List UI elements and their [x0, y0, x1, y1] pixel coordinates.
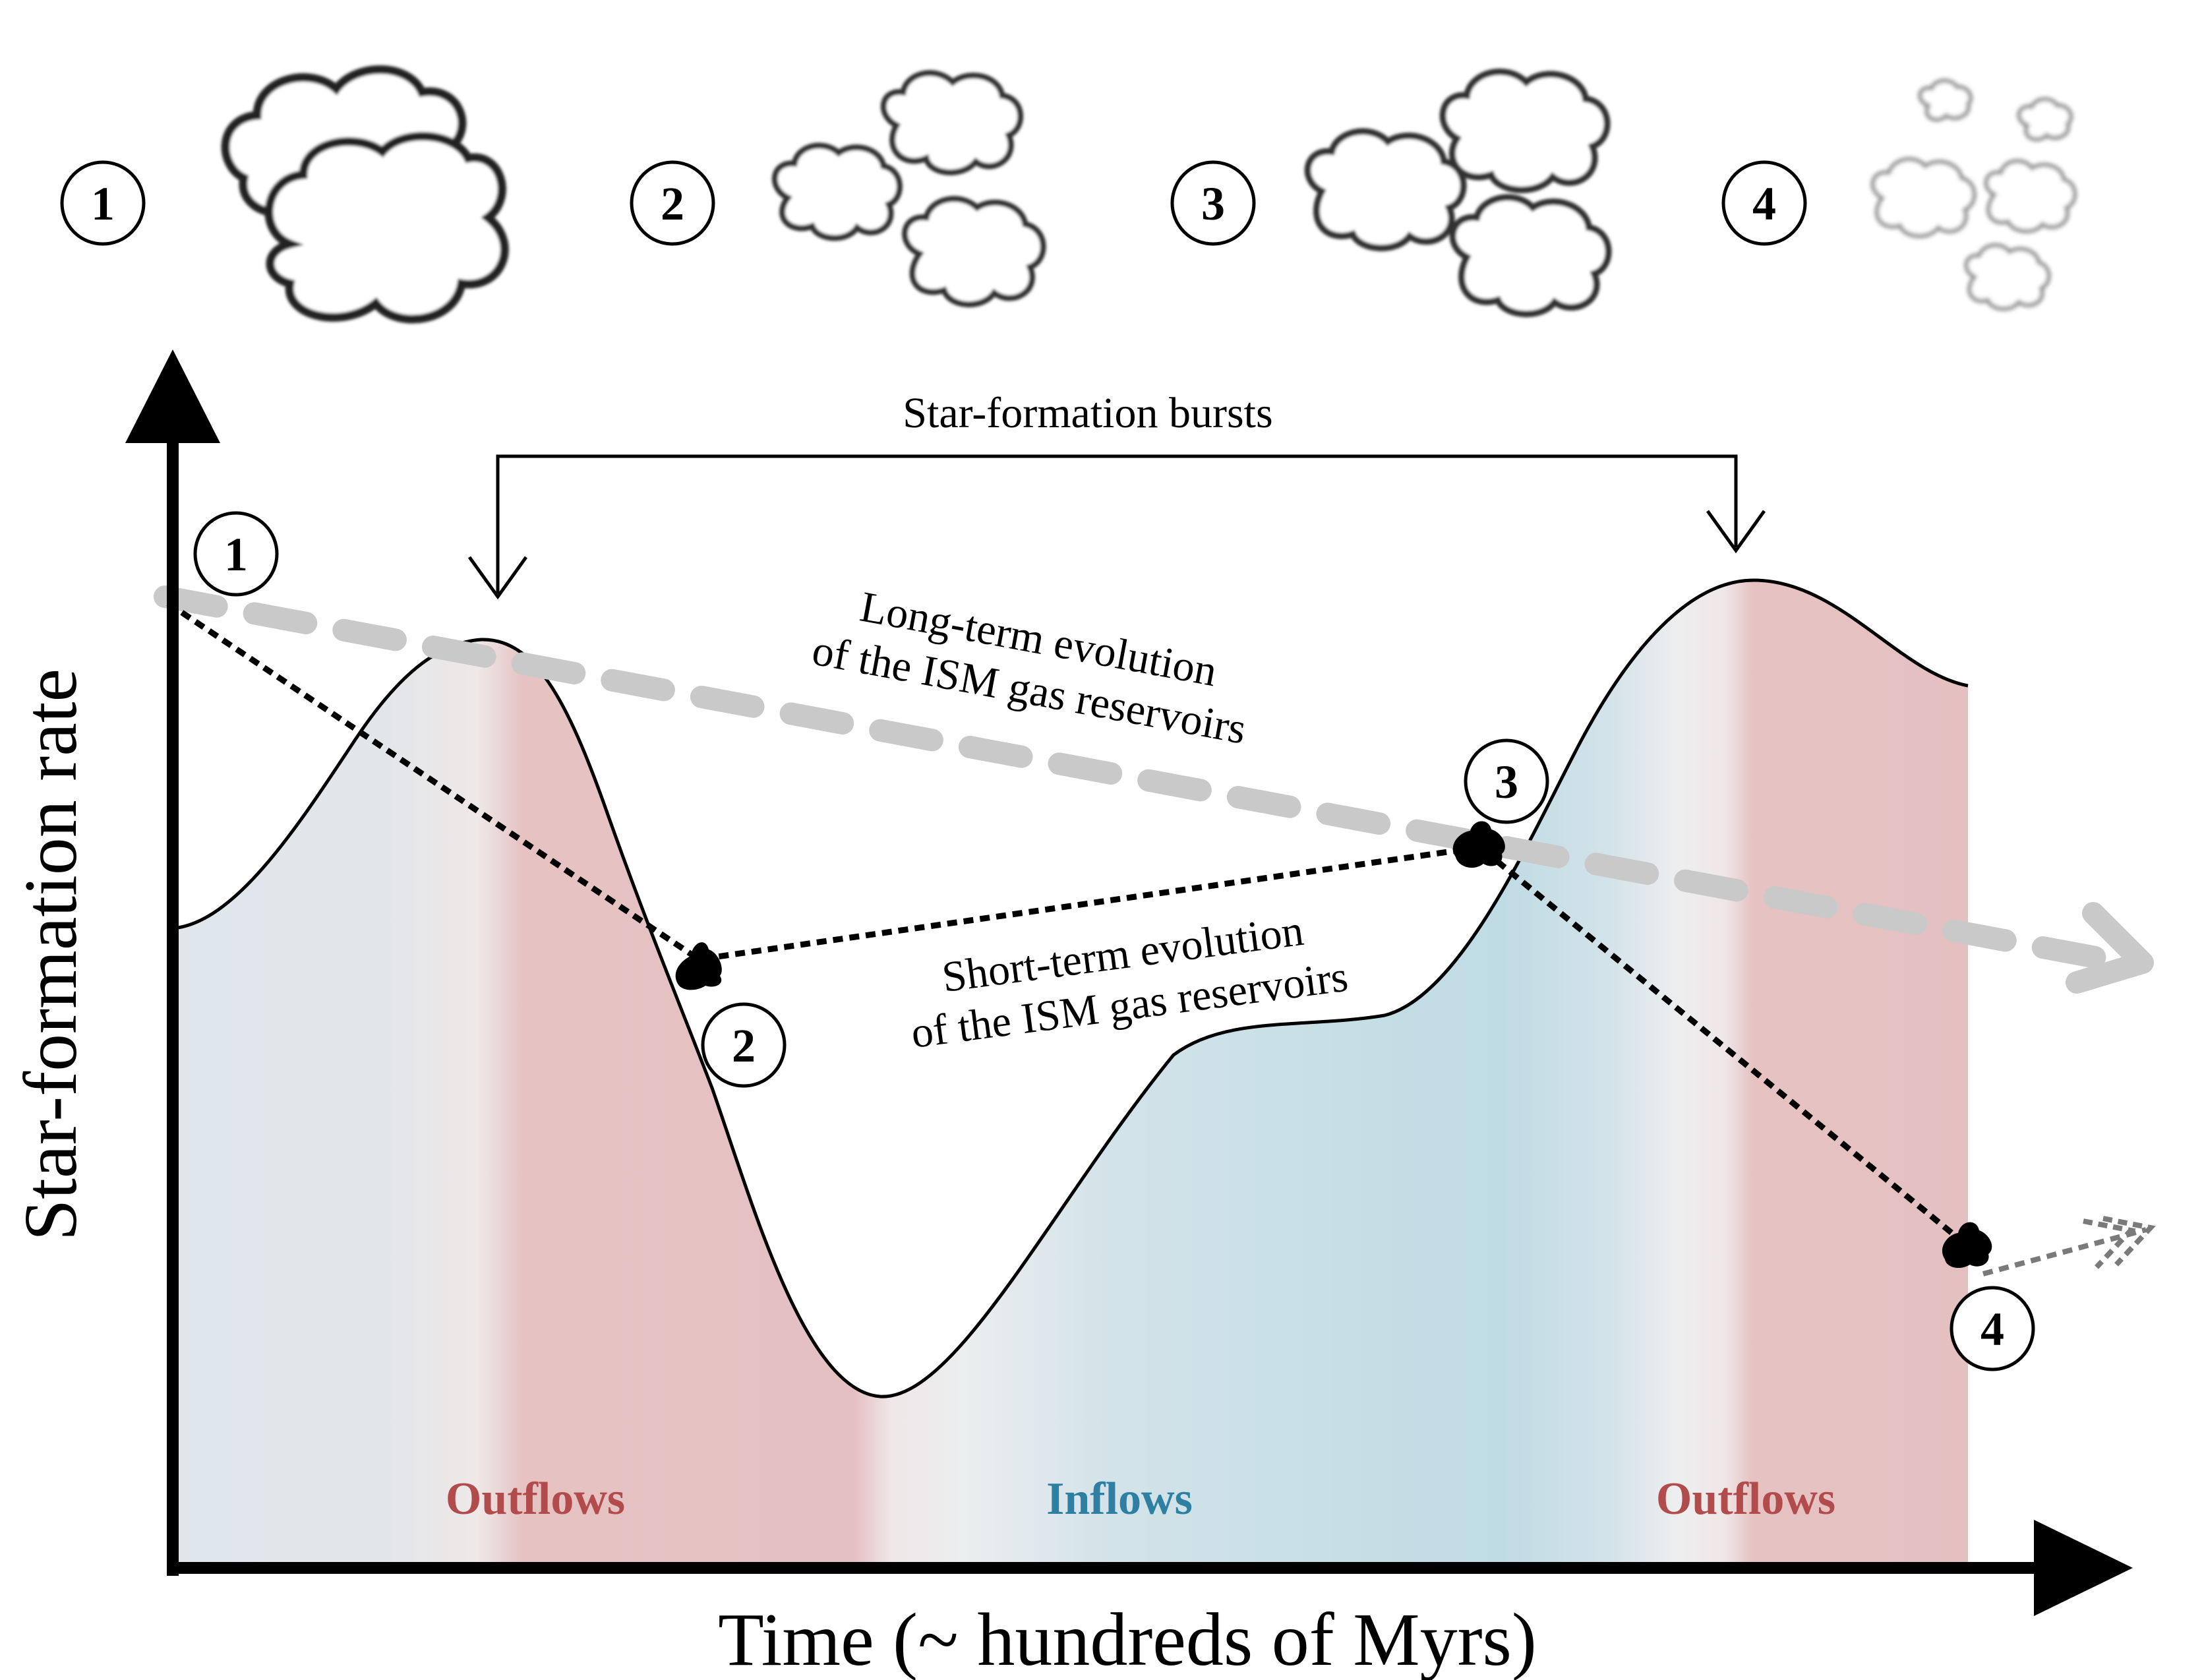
stage-2-circle-marker: 2 [630, 160, 715, 246]
stage-3-circle-marker: 3 [1170, 160, 1256, 246]
stage-3-number: 3 [1201, 177, 1225, 230]
outflows-label-right: Outflows [1656, 1474, 1835, 1524]
stage-3-plot-number: 3 [1495, 756, 1518, 808]
stage-1-number: 1 [91, 177, 115, 230]
cloud-icon [221, 65, 509, 324]
stage-1-clouds: 1 [60, 65, 509, 324]
sfr-curve [172, 578, 1969, 1398]
bursts-bracket [467, 454, 1766, 600]
stage-3-plot-marker: 3 [1464, 738, 1549, 824]
star-cluster-icon [1452, 821, 1505, 868]
outflows-label-left: Outflows [446, 1474, 625, 1524]
y-axis [125, 349, 220, 1576]
star-cluster-icon [1942, 1222, 1992, 1269]
cloud-icon [1304, 69, 1612, 318]
cloud-icon [771, 70, 1046, 308]
stage-1-plot-marker: 1 [193, 511, 279, 597]
stage-2-clouds: 2 [630, 70, 1046, 308]
stage-4-circle-marker: 4 [1721, 160, 1807, 246]
stage-2-number: 2 [661, 177, 684, 230]
stage-4-plot-number: 4 [1981, 1303, 2004, 1356]
inflows-label: Inflows [1046, 1474, 1193, 1524]
stage-4-number: 4 [1752, 177, 1776, 230]
stage-3-clouds: 3 [1170, 69, 1612, 318]
stage-4-plot-marker: 4 [1950, 1286, 2035, 1371]
long-term-evolution-arrow [154, 585, 2154, 994]
sfr-area [172, 578, 1969, 1568]
x-axis [167, 1520, 2133, 1616]
sfr-area-fill [173, 580, 1968, 1568]
stage-2-plot-number: 2 [732, 1019, 756, 1072]
cloud-icon [1870, 78, 2077, 311]
star-cluster-icon [675, 942, 722, 990]
y-axis-label: Star-formation rate [9, 669, 92, 1241]
bursts-label: Star-formation bursts [903, 389, 1272, 437]
stage-1-plot-number: 1 [224, 528, 248, 581]
stage-1-circle-marker: 1 [60, 160, 146, 246]
stage-2-plot-marker: 2 [701, 1002, 787, 1088]
short-term-evolution-path [166, 601, 2156, 1276]
x-axis-label: Time (~ hundreds of Myrs) [718, 1598, 1537, 1680]
stage-4-clouds: 4 [1721, 78, 2077, 311]
